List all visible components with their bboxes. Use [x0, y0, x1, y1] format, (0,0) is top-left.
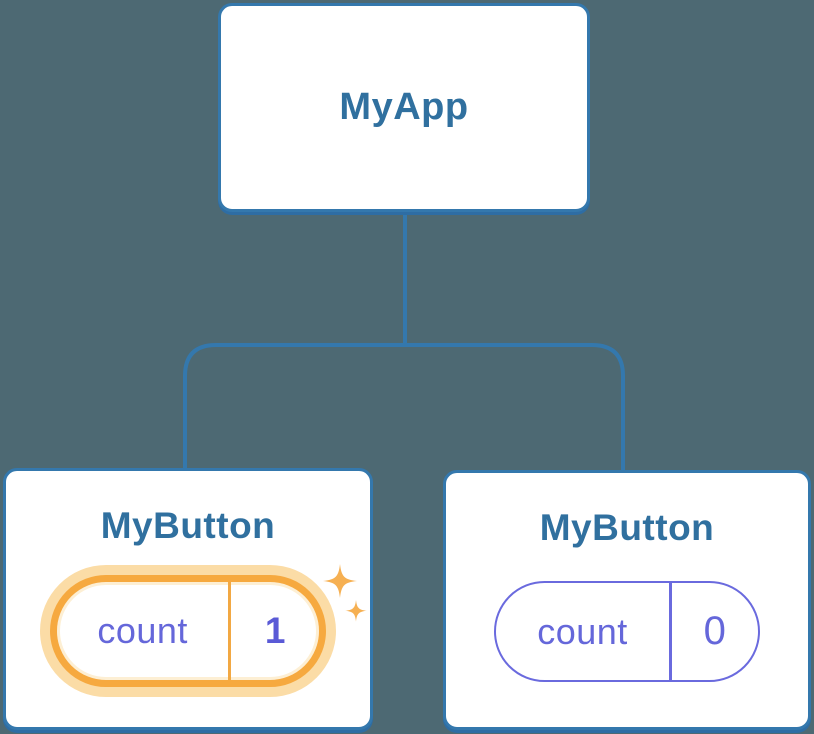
state-value-text: 0: [703, 609, 726, 653]
sparkle-small: [345, 600, 367, 622]
state-name-cell: count: [496, 583, 669, 680]
child-component-card-plain: MyButton count 0: [443, 470, 811, 730]
state-pill-divider: [669, 583, 672, 680]
connector-children-bracket: [183, 343, 625, 473]
child-component-label: MyButton: [100, 505, 276, 546]
state-pill-highlighted: count 1: [50, 575, 326, 687]
child-component-card-updated: MyButton count 1: [3, 468, 373, 730]
sparkle-large: [323, 564, 357, 598]
child-component-label: MyButton: [539, 507, 715, 548]
state-value-cell: 0: [672, 583, 759, 680]
state-name-text: count: [537, 610, 628, 652]
state-value-text: 1: [264, 610, 286, 651]
sparkles-icon: [323, 564, 367, 622]
root-component-card: MyApp: [218, 3, 590, 212]
root-component-label: MyApp: [339, 86, 469, 128]
state-value-cell: 1: [231, 582, 319, 680]
state-name-cell: count: [57, 582, 228, 680]
state-name-text: count: [97, 610, 188, 651]
state-pill-plain: count 0: [494, 581, 760, 682]
state-pill-divider: [228, 582, 232, 680]
